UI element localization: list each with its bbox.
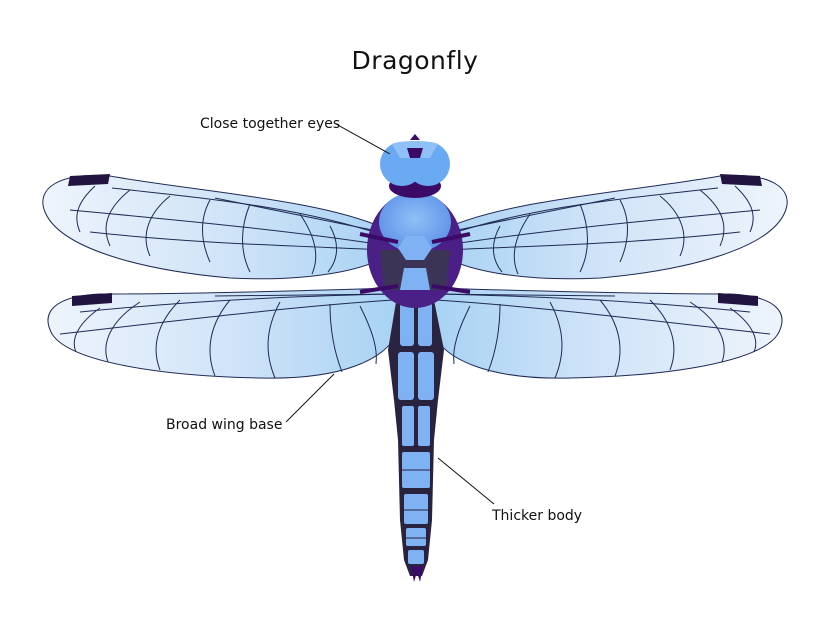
right-hindwing <box>431 287 783 379</box>
label-eyes-leader <box>335 123 391 155</box>
abdomen <box>388 290 444 582</box>
label-body: Thicker body <box>437 457 582 524</box>
label-wing-base: Broad wing base <box>166 373 335 433</box>
label-eyes: Close together eyes <box>200 116 391 155</box>
thorax <box>359 192 471 308</box>
wing-stigma <box>718 293 758 306</box>
label-body-leader <box>437 457 495 505</box>
wing-stigma <box>72 293 112 306</box>
label-wing-base-leader <box>285 373 335 423</box>
label-eyes-text: Close together eyes <box>200 116 340 132</box>
head <box>380 134 450 198</box>
left-forewing <box>42 174 393 280</box>
label-wing-base-text: Broad wing base <box>166 417 282 433</box>
wing-stigma <box>720 174 762 186</box>
wing-stigma <box>68 174 110 186</box>
label-body-text: Thicker body <box>491 508 582 524</box>
left-hindwing <box>47 287 399 379</box>
diagram-title: Dragonfly <box>352 46 479 75</box>
right-forewing <box>437 174 788 280</box>
